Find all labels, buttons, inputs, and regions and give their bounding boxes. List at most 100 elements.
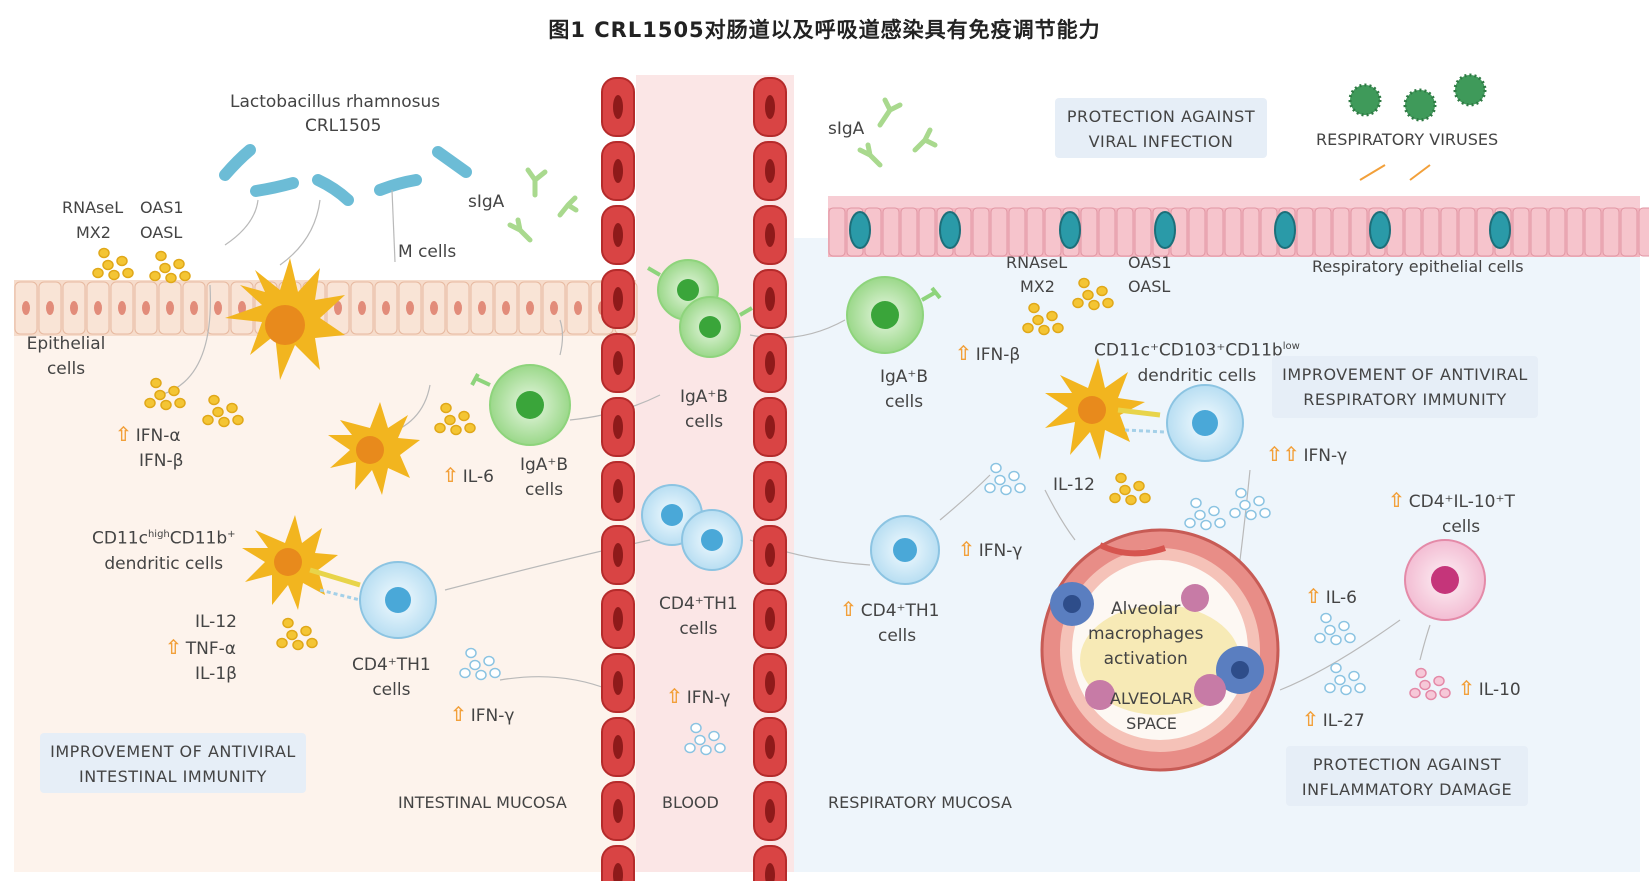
int-ifn-g: ⇧IFN-γ [450, 702, 515, 726]
epithelial-nucleus [22, 301, 30, 315]
cytokine-dot [1022, 322, 1034, 334]
cytokine-dot [1433, 675, 1445, 687]
resp-epithelial-cell [1566, 207, 1584, 257]
resp-il12: IL-12 [1053, 475, 1095, 495]
blood-cd4-th1-cells [641, 484, 743, 571]
cytokine-dot [92, 267, 104, 279]
blood-ifn-g: ⇧IFN-γ [666, 684, 731, 708]
cytokine-dot [292, 639, 304, 651]
cytokine-dot [444, 414, 456, 426]
resp-epithelial-cell [828, 207, 846, 257]
epithelial-nucleus [574, 301, 582, 315]
increase-arrow-icon: ⇧ [666, 684, 683, 708]
goblet-cell [1154, 211, 1176, 249]
cytokine-dot [1072, 297, 1084, 309]
cytokine-dot [1125, 494, 1137, 506]
cytokine-dot [218, 416, 230, 428]
resp-epithelial-cell [990, 207, 1008, 257]
cytokine-dot [1014, 482, 1026, 494]
cytokine-dot [149, 270, 161, 282]
red-blood-cell-core [613, 863, 623, 881]
red-blood-cell-core [765, 863, 775, 881]
cytokine-dot [475, 669, 487, 681]
resp-ifn-b: ⇧IFN-β [955, 341, 1021, 365]
resp-epithelial-cell [1458, 207, 1476, 257]
epithelial-nucleus [358, 301, 366, 315]
red-blood-cell-core [613, 607, 623, 631]
cytokine-dot [434, 422, 446, 434]
increase-arrow-icon: ⇧ [1305, 584, 1322, 608]
cytokine-dot [459, 667, 471, 679]
cytokine-dot [990, 462, 1002, 474]
cd4-il10-t-cell [1404, 539, 1486, 621]
cytokine-dot [440, 402, 452, 414]
resp-epithelial-label: Respiratory epithelial cells [1312, 257, 1524, 276]
cytokine-dot [1133, 480, 1145, 492]
resp-epithelial-cell [1620, 207, 1638, 257]
resp-epithelial-cell [1044, 207, 1062, 257]
cytokine-dot [464, 422, 476, 434]
red-blood-cell-core [765, 223, 775, 247]
int-oasl: OASL [140, 223, 183, 242]
cytokine-dot [1348, 670, 1360, 682]
viruses-label: RESPIRATORY VIRUSES [1316, 130, 1499, 149]
cytokine-dot [1119, 484, 1131, 496]
epithelial-nucleus [214, 301, 222, 315]
increase-arrow-icon: ⇧ [115, 422, 132, 446]
goblet-cell [1059, 211, 1081, 249]
red-blood-cell-core [613, 223, 623, 247]
cytokine-particles [92, 247, 1451, 756]
cytokine-dot [286, 629, 298, 641]
cytokine-dot [1330, 662, 1342, 674]
cytokine-dot [994, 474, 1006, 486]
cytokine-dot [1109, 492, 1121, 504]
cytokine-dot [1439, 687, 1451, 699]
cytokine-dot [1334, 674, 1346, 686]
resp-il6: ⇧IL-6 [1305, 584, 1357, 608]
bacteria-name: Lactobacillus rhamnosus [230, 92, 441, 112]
goblet-cell [1369, 211, 1391, 249]
cytokine-dot [1115, 472, 1127, 484]
cytokine-dot [168, 385, 180, 397]
resp-epithelial-cell [1350, 207, 1368, 257]
resp-epithelial-cell [1098, 207, 1116, 257]
respiratory-t-cell-upper [1166, 384, 1244, 462]
cytokine-dot [1314, 632, 1326, 644]
resp-epithelial-cell [1404, 207, 1422, 257]
cytokine-dot [160, 399, 172, 411]
respiratory-epithelium [828, 196, 1649, 257]
cytokine-dot [714, 742, 726, 754]
intestinal-dendritic-cell-middle [328, 402, 420, 495]
cytokine-dot [1028, 302, 1040, 314]
respiratory-viruses [1348, 73, 1487, 181]
alveolus [1040, 528, 1280, 772]
increase-arrow-icon: ⇧ [958, 537, 975, 561]
cytokine-dot [1239, 499, 1251, 511]
cytokine-dot [98, 247, 110, 259]
cytokine-dot [122, 267, 134, 279]
cytokine-dot [984, 482, 996, 494]
increase-arrow-icon: ⇧ [1458, 676, 1475, 700]
resp-il10: ⇧IL-10 [1458, 676, 1521, 700]
resp-epithelial-cell [1296, 207, 1314, 257]
lactobacillus-bacteria [219, 144, 472, 206]
resp-epithelial-cell [1116, 207, 1134, 257]
resp-epithelial-cell [1548, 207, 1566, 257]
intestinal-cd4-th1-cell [359, 561, 437, 639]
increase-arrow-icon: ⇧ [1302, 707, 1319, 731]
resp-epithelial-cell [1440, 207, 1458, 257]
cytokine-dot [1078, 277, 1090, 289]
epithelial-nucleus [502, 301, 510, 315]
m-cells-label: M cells [398, 242, 457, 262]
cytokine-dot [1214, 517, 1226, 529]
cytokine-dot [469, 659, 481, 671]
